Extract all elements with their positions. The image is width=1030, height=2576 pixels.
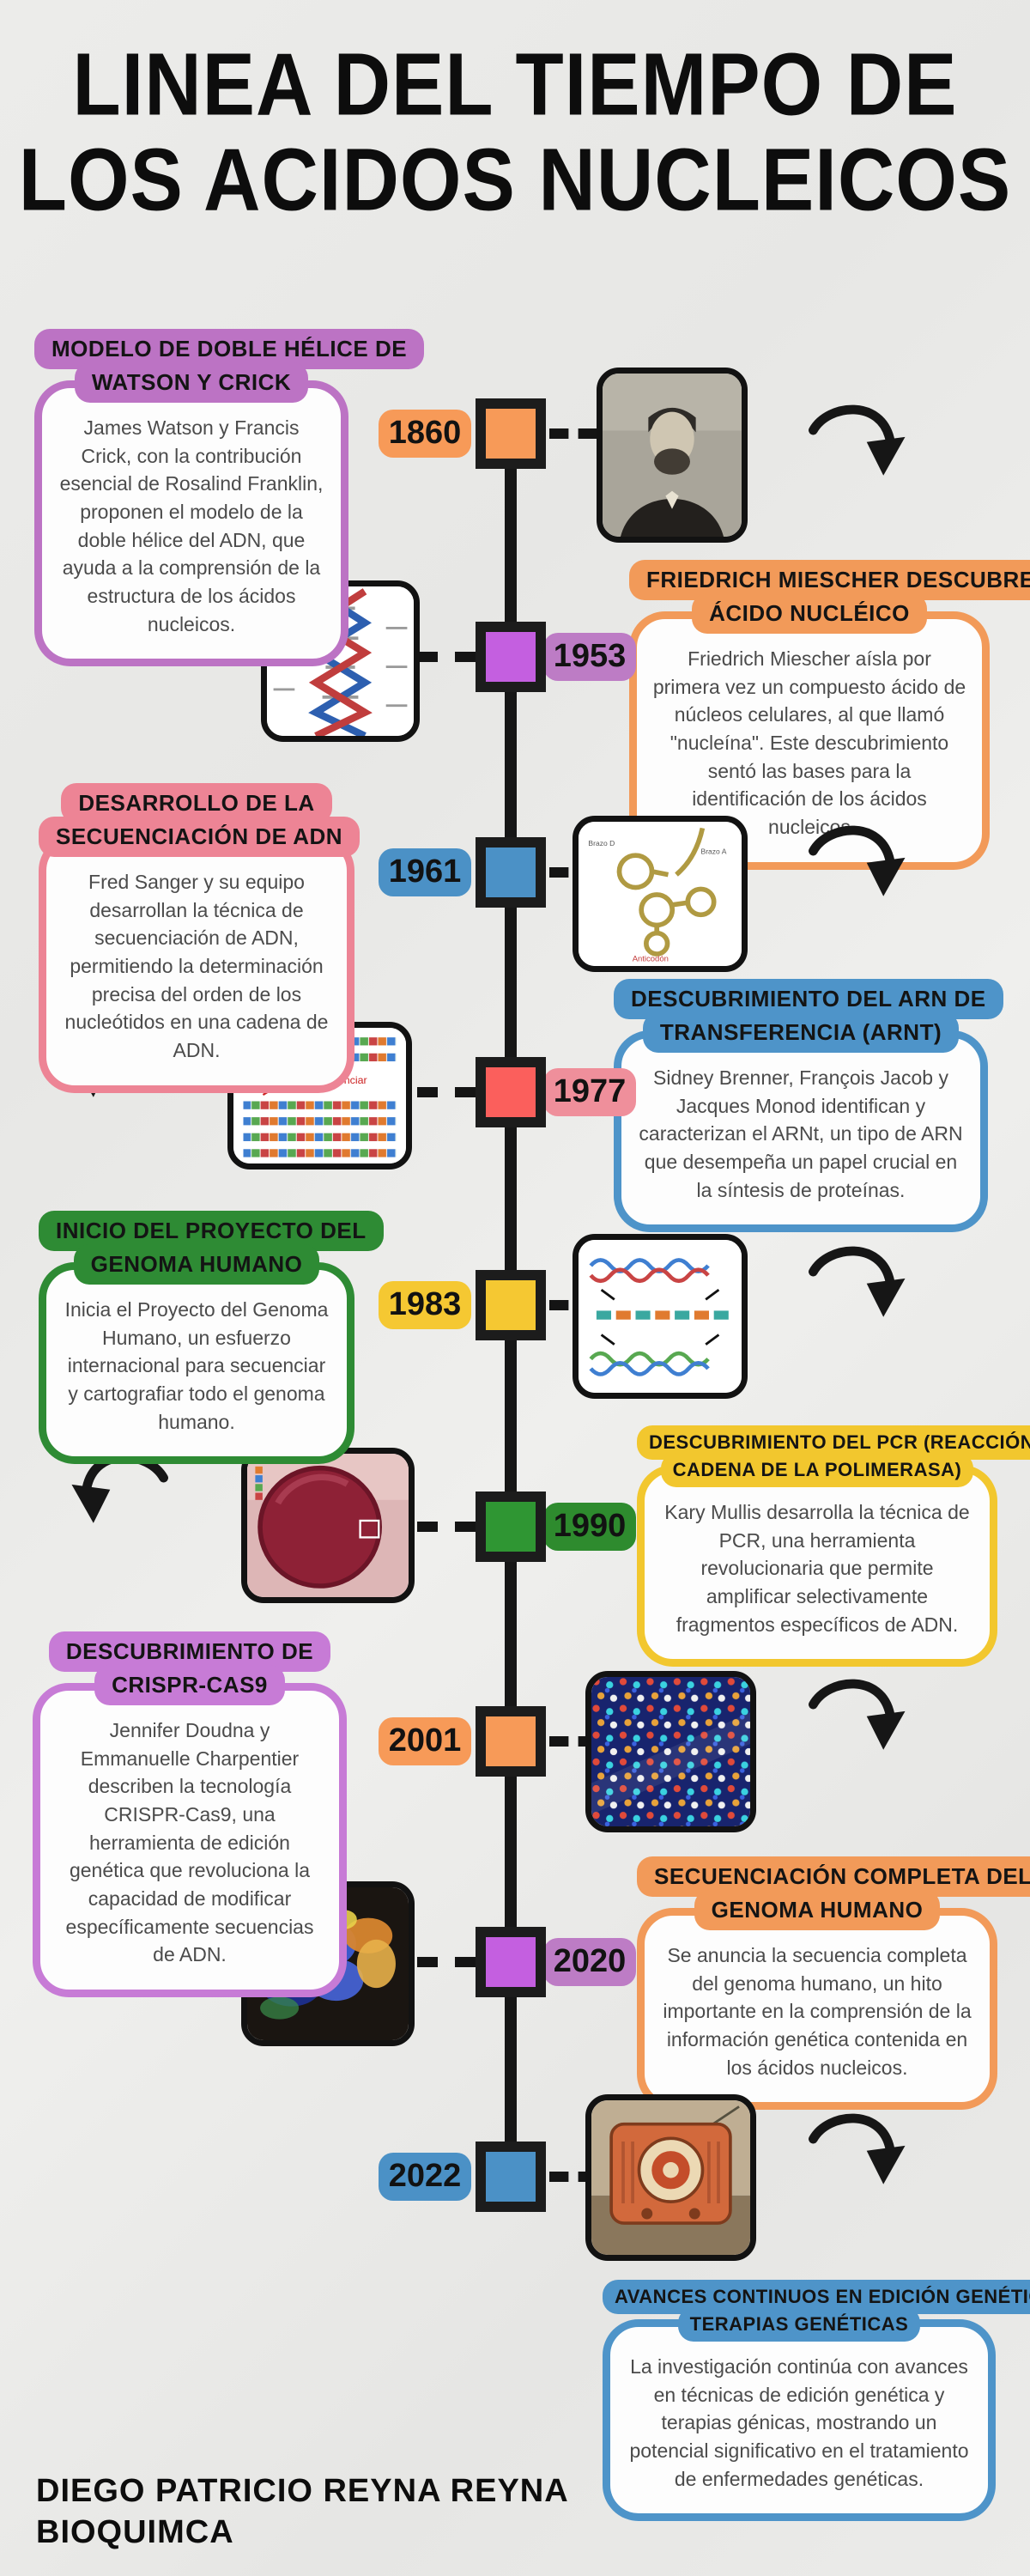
author-credit: DIEGO PATRICIO REYNA REYNA BIOQUIMCA: [36, 2471, 569, 2553]
curved-arrow-icon: [803, 1676, 912, 1772]
event-card-1961: DESCUBRIMIENTO DEL ARN DE TRANSFERENCIA …: [614, 979, 1003, 1233]
year-pill-1983: 1983: [379, 1281, 471, 1329]
card-title-line2: TRANSFERENCIA (ARNT): [642, 1012, 960, 1053]
card-body: La investigación continúa con avances en…: [603, 2319, 996, 2522]
connector-dash: [417, 1522, 476, 1532]
event-card-1983: DESCUBRIMIENTO DEL PCR (REACCIÓN EN CADE…: [637, 1425, 1030, 1668]
event-card-2001: SECUENCIACIÓN COMPLETA DEL GENOMA HUMANO…: [637, 1856, 1030, 2111]
event-card-1860: FRIEDRICH MIESCHER DESCUBRE EL ÁCIDO NUC…: [629, 560, 1030, 870]
card-title-line2: WATSON Y CRICK: [74, 362, 309, 403]
trna-structure-image: Brazo A Brazo D Anticodón: [573, 816, 748, 972]
card-body: Sidney Brenner, François Jacob y Jacques…: [614, 1030, 988, 1233]
timeline-marker-2001: [476, 1706, 546, 1777]
event-card-1977: DESARROLLO DE LA SECUENCIACIÓN DE ADN Fr…: [39, 783, 360, 1093]
year-pill-1977: 1977: [543, 1068, 636, 1116]
timeline-marker-1977: [476, 1057, 546, 1127]
event-card-2022: AVANCES CONTINUOS EN EDICIÓN GENÉTICA Y …: [603, 2280, 1030, 2522]
timeline-marker-2020: [476, 1927, 546, 1997]
timeline-marker-1860: [476, 398, 546, 469]
timeline-marker-2022: [476, 2142, 546, 2212]
svg-text:Brazo A: Brazo A: [701, 847, 727, 855]
miescher-portrait-image: [597, 368, 748, 543]
connector-dash: [417, 652, 476, 662]
svg-text:Brazo D: Brazo D: [588, 839, 615, 848]
timeline-marker-1990: [476, 1492, 546, 1562]
author-course: BIOQUIMCA: [36, 2513, 234, 2550]
card-body: Inicia el Proyecto del Genoma Humano, un…: [39, 1262, 354, 1465]
connector-dash: [417, 1087, 476, 1097]
page-title-line2: LOS ACIDOS NUCLEICOS: [18, 131, 1012, 230]
timeline-marker-1961: [476, 837, 546, 908]
year-pill-2022: 2022: [379, 2153, 471, 2201]
card-title-line2: SECUENCIACIÓN DE ADN: [39, 817, 360, 857]
pcr-diagram-image: [573, 1234, 748, 1399]
card-title-line2: GENOMA HUMANO: [694, 1890, 941, 1930]
card-title-line2: ÁCIDO NUCLÉICO: [692, 593, 927, 634]
year-pill-1860: 1860: [379, 410, 471, 458]
card-title: DESCUBRIMIENTO DE: [48, 1631, 331, 1672]
timeline-marker-1953: [476, 622, 546, 692]
card-title-line2: GENOMA HUMANO: [73, 1244, 320, 1285]
curved-arrow-icon: [803, 2111, 912, 2207]
microarray-image: [585, 1671, 756, 1832]
vintage-radio-image: [585, 2094, 756, 2261]
svg-text:Anticodón: Anticodón: [633, 953, 669, 963]
connector-dash: [417, 1957, 476, 1967]
petri-dish-image: [241, 1448, 415, 1603]
event-card-1953: MODELO DE DOBLE HÉLICE DE WATSON Y CRICK…: [34, 329, 425, 667]
page-title-line1: LINEA DEL TIEMPO DE: [72, 35, 958, 135]
year-pill-2001: 2001: [379, 1717, 471, 1765]
year-pill-1953: 1953: [543, 633, 636, 681]
curved-arrow-icon: [803, 1243, 912, 1340]
card-title-line2: TERAPIAS GENÉTICAS: [677, 2307, 921, 2342]
event-card-2020: DESCUBRIMIENTO DE CRISPR-CAS9 Jennifer D…: [33, 1631, 347, 1997]
year-pill-1961: 1961: [379, 848, 471, 896]
card-body: Jennifer Doudna y Emmanuelle Charpentier…: [33, 1683, 347, 1997]
card-body: James Watson y Francis Crick, con la con…: [34, 380, 348, 667]
curved-arrow-icon: [803, 823, 912, 919]
event-card-1990: INICIO DEL PROYECTO DEL GENOMA HUMANO In…: [39, 1211, 384, 1465]
card-body: Fred Sanger y su equipo desarrollan la t…: [39, 835, 354, 1093]
year-pill-2020: 2020: [543, 1938, 636, 1986]
card-title-line2: CRISPR-CAS9: [94, 1665, 285, 1705]
card-title-line2: CADENA DE LA POLIMERASA): [660, 1453, 974, 1487]
year-pill-1990: 1990: [543, 1503, 636, 1551]
card-body: Kary Mullis desarrolla la técnica de PCR…: [637, 1465, 997, 1668]
curved-arrow-icon: [803, 402, 912, 498]
card-body: Se anuncia la secuencia completa del gen…: [637, 1908, 997, 2111]
timeline-marker-1983: [476, 1270, 546, 1340]
page-title: LINEA DEL TIEMPO DE LOS ACIDOS NUCLEICOS: [0, 35, 1030, 230]
author-name: DIEGO PATRICIO REYNA REYNA: [36, 2473, 569, 2509]
connector-dash: [549, 428, 597, 439]
